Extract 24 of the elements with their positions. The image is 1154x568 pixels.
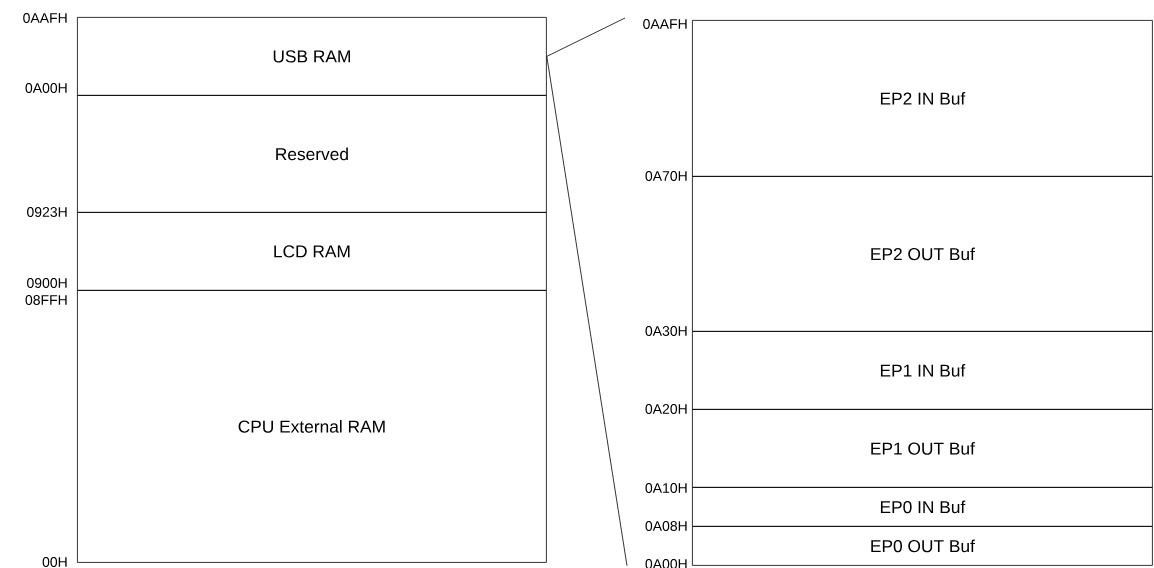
address-label: 0A00H: [645, 559, 687, 568]
expansion-line: [546, 17, 626, 57]
memory-region: LCD RAM: [77, 212, 547, 291]
address-label: 08FFH: [25, 295, 67, 305]
memory-region: EP1 IN Buf: [692, 331, 1153, 410]
memory-region: CPU External RAM: [77, 290, 547, 563]
address-label: 0900H: [27, 278, 67, 288]
address-label: 0A30H: [645, 326, 687, 336]
memory-region: EP0 IN Buf: [692, 487, 1153, 527]
expansion-line: [546, 56, 628, 567]
memory-region: EP0 OUT Buf: [692, 526, 1153, 566]
address-label: 0923H: [27, 207, 67, 217]
address-label: 0A70H: [645, 171, 687, 181]
address-label: 0A20H: [645, 404, 687, 414]
address-label: 0AAFH: [23, 13, 67, 23]
memory-region: USB RAM: [77, 17, 547, 96]
memory-region: Reserved: [77, 95, 547, 213]
memory-region: EP2 IN Buf: [692, 20, 1153, 177]
address-label: 0A10H: [645, 483, 687, 493]
address-label: 0A00H: [25, 83, 67, 93]
memory-region: EP2 OUT Buf: [692, 176, 1153, 332]
address-label: 00H: [42, 557, 67, 567]
memory-region: EP1 OUT Buf: [692, 409, 1153, 488]
address-label: 0A08H: [645, 521, 687, 531]
